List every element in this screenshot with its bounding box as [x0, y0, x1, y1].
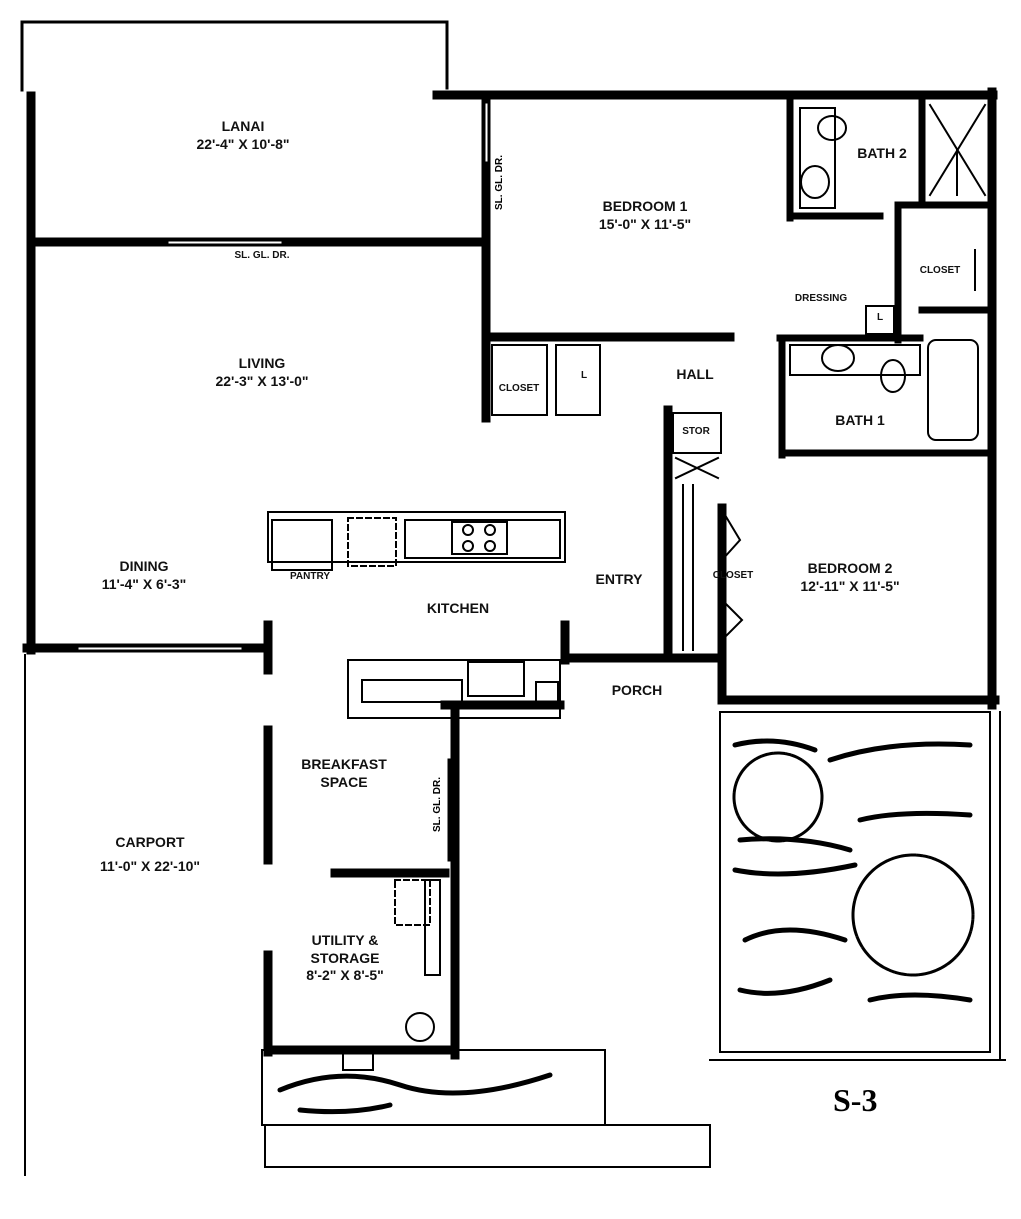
- dressing-label: DRESSING: [794, 293, 848, 304]
- room-name: CARPORT: [115, 834, 185, 850]
- bath1-label: BATH 1: [835, 412, 885, 428]
- sliding-doors: [78, 103, 488, 862]
- room-size: 11'-0" X 22'-10": [99, 857, 201, 874]
- sliding-door-label: SL. GL. DR.: [432, 777, 443, 832]
- plan-code: S-3: [833, 1082, 878, 1118]
- exterior-walls: [22, 87, 1000, 1060]
- porch-label: PORCH: [611, 682, 663, 698]
- entry-label: ENTRY: [595, 571, 643, 587]
- bath2-label: BATH 2: [857, 145, 907, 161]
- bedroom1-closet-label: CLOSET: [919, 265, 961, 276]
- pantry-label: PANTRY: [290, 571, 330, 582]
- room-size: 15'-0" X 11'-5": [598, 215, 692, 232]
- storage-label: STOR: [682, 426, 710, 437]
- room-name: BEDROOM 1: [602, 198, 688, 214]
- bath-walls: [776, 96, 994, 459]
- room-name: BREAKFAST: [301, 756, 387, 772]
- room-name: BEDROOM 2: [807, 560, 893, 576]
- linen-label: L: [580, 370, 588, 381]
- lanai-outline: [20, 20, 449, 92]
- entry-closet-label: CLOSET: [712, 570, 754, 581]
- room-size: 12'-11" X 11'-5": [800, 577, 900, 594]
- room-size: 11'-4" X 6'-3": [101, 575, 187, 592]
- room-name-line2: STORAGE: [310, 949, 380, 966]
- carport-label: CARPORT 11'-0" X 22'-10": [100, 834, 200, 875]
- room-size: 22'-3" X 13'-0": [215, 372, 309, 389]
- kitchen-label: KITCHEN: [426, 600, 490, 616]
- linen-label: L: [876, 312, 884, 323]
- room-name: LANAI: [221, 118, 265, 134]
- room-name: DINING: [119, 558, 169, 574]
- room-size: 8'-2" X 8'-5": [306, 967, 384, 983]
- room-name: UTILITY &: [311, 932, 379, 948]
- room-name-line2: SPACE: [320, 773, 368, 790]
- hall-label: HALL: [676, 366, 714, 382]
- room-name: LIVING: [238, 355, 286, 371]
- hall-closet-label: CLOSET: [498, 383, 540, 394]
- sliding-door-label: SL. GL. DR.: [234, 250, 290, 261]
- sliding-door-label: SL. GL. DR.: [494, 155, 505, 210]
- fixtures: [24, 103, 1006, 1176]
- garden-shrubs: [277, 738, 973, 1115]
- room-size: 22'-4" X 10'-8": [196, 135, 290, 152]
